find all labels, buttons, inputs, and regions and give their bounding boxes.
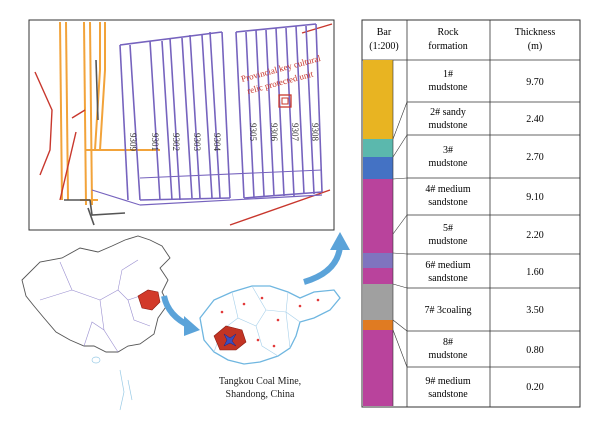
arrows (161, 232, 350, 336)
thickness-3: 2.70 (526, 152, 544, 163)
header-bar-2: (1:200) (369, 41, 398, 52)
rock-2-line1: 2# sandy (430, 107, 466, 118)
arrow-china-to-shandong-head (184, 316, 200, 336)
bar-segment-7 (363, 268, 393, 284)
china-islands (91, 356, 133, 411)
panel-label-9305: 9305 (248, 123, 258, 142)
bar-segment-5 (363, 234, 393, 253)
arrow-shandong-to-plan-shaft (303, 245, 343, 285)
mine-plan: Provincial key cultural relic protected … (28, 19, 335, 231)
location-caption-line2: Shandong, China (226, 389, 295, 400)
bar-segment-1 (363, 60, 393, 139)
panel-label-9308: 9308 (310, 123, 320, 142)
protected-unit-marker (278, 94, 292, 108)
header-thickness-2: (m) (528, 41, 542, 52)
bar-segment-9 (363, 320, 393, 330)
header-rock-1: Rock (437, 27, 458, 38)
china-provinces (39, 259, 151, 353)
rock-5-line2: mudstone (429, 236, 468, 247)
bar-segment-6 (363, 253, 393, 268)
thickness-9: 0.20 (526, 382, 544, 393)
protected-unit-inner (281, 97, 289, 105)
rock-8-line1: 8# (443, 337, 453, 348)
rock-7-line1: 7# 3coaling (425, 305, 472, 316)
fault-lines (34, 23, 333, 226)
rock-5-line1: 5# (443, 223, 453, 234)
thickness-5: 2.20 (526, 230, 544, 241)
panel-group-east (91, 23, 323, 206)
header-rock-2: formation (428, 41, 467, 52)
panel-group-west (119, 31, 231, 201)
panel-label-9309: 9309 (128, 133, 138, 152)
thickness-6: 1.60 (526, 267, 544, 278)
panel-label-9303: 9303 (192, 133, 202, 152)
panel-label-9307: 9307 (290, 123, 300, 142)
city-dots (220, 296, 320, 348)
bar-segment-2 (363, 139, 393, 157)
row-separators (407, 101, 580, 368)
mine-location-star (223, 333, 237, 347)
header-bar-1: Bar (377, 27, 392, 38)
shandong-highlight (137, 289, 161, 311)
rock-6-line1: 6# medium (425, 260, 470, 271)
rock-4-line2: sandstone (428, 197, 468, 208)
rock-names: 1# mudstone 2# sandy mudstone 3# mudston… (425, 69, 472, 400)
connector-lines (392, 101, 408, 368)
thickness-values: 9.70 2.40 2.70 9.10 2.20 1.60 3.50 0.80 … (526, 77, 544, 393)
rock-3-line2: mudstone (429, 158, 468, 169)
rock-2-line2: mudstone (429, 120, 468, 131)
bar-segment-10 (363, 330, 393, 406)
thickness-8: 0.80 (526, 345, 544, 356)
thickness-7: 3.50 (526, 305, 544, 316)
panel-label-9306: 9306 (269, 123, 279, 142)
location-caption-line1: Tangkou Coal Mine, (219, 376, 301, 387)
panel-label-9301: 9301 (150, 133, 160, 151)
thickness-4: 9.10 (526, 192, 544, 203)
china-map (21, 235, 171, 411)
rock-6-line2: sandstone (428, 273, 468, 284)
column-frame (361, 19, 581, 408)
rock-1-line2: mudstone (429, 82, 468, 93)
bar-segment-8 (363, 284, 393, 320)
bar-segment-4 (363, 179, 393, 234)
bar-segment-3 (363, 157, 393, 179)
rock-4-line1: 4# medium (425, 184, 470, 195)
rock-3-line1: 3# (443, 145, 453, 156)
shandong-districts (213, 285, 301, 357)
arrow-shandong-to-plan-head (330, 232, 350, 250)
strat-column: Bar (1:200) Rock formation Thickness (m) (361, 19, 581, 408)
panel-label-9302: 9302 (171, 133, 181, 151)
rock-1-line1: 1# (443, 69, 453, 80)
thickness-1: 9.70 (526, 77, 544, 88)
thickness-2: 2.40 (526, 114, 544, 125)
panel-label-9304: 9304 (212, 133, 222, 152)
rock-9-line2: sandstone (428, 389, 468, 400)
header-thickness-1: Thickness (515, 27, 556, 38)
shandong-map: Tangkou Coal Mine, Shandong, China (199, 285, 341, 400)
rock-9-line1: 9# medium (425, 376, 470, 387)
rock-8-line2: mudstone (429, 350, 468, 361)
panel-labels: 9309 9301 9302 9303 9304 9305 9306 9307 … (128, 123, 320, 152)
shandong-outline (199, 285, 341, 365)
roadways-grey (64, 59, 126, 226)
column-bar (363, 60, 394, 406)
